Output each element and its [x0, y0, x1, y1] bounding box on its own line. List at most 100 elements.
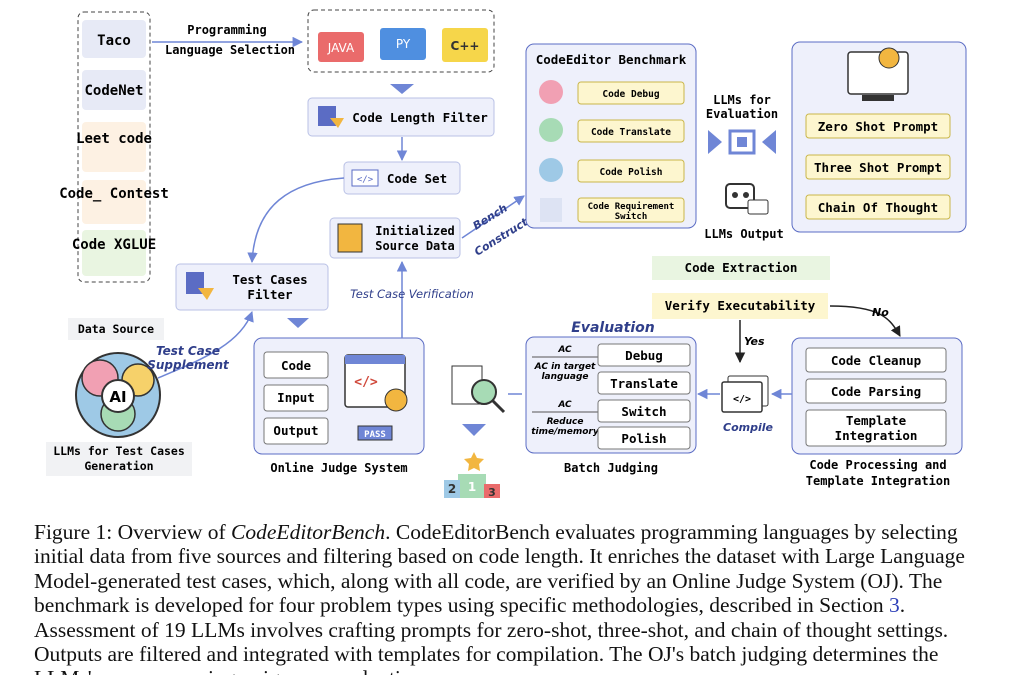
python-icon: PY	[396, 37, 411, 51]
online-judge-label: Online Judge System	[270, 461, 407, 475]
test-cases-filter-label-1: Test Cases	[232, 272, 307, 287]
polish-item: Polish	[621, 431, 666, 446]
initialized-source-data: Initialized Source Data	[329, 217, 461, 259]
languages-box: JAVA PY C++	[307, 9, 495, 73]
figure-caption: Figure 1: Overview of CodeEditorBench. C…	[34, 520, 994, 675]
cpp-icon: C++	[451, 39, 480, 53]
code-length-filter-label: Code Length Filter	[352, 110, 488, 125]
source-codecontest	[82, 180, 146, 224]
caption-text-2: . Assessment of 19 LLMs involves craftin…	[34, 593, 949, 675]
switch-item: Switch	[621, 404, 666, 419]
gear-icon	[384, 388, 408, 412]
data-source-column: Taco CodeNet Leet code Code_ Contest Cod…	[59, 11, 169, 283]
rank-1: 1	[468, 480, 476, 494]
code-processing-panel: Code Cleanup Code Parsing Template Integ…	[791, 337, 963, 455]
reduce-label-2: time/memory	[531, 427, 600, 437]
test-cases-filter-label-2: Filter	[247, 287, 293, 302]
rank-2: 2	[448, 482, 456, 496]
template-integration-item-1: Template	[846, 413, 907, 428]
oj-output-field: Output	[273, 423, 318, 438]
gear-icon-2	[878, 47, 900, 69]
code-debug-item: Code Debug	[602, 89, 659, 100]
source-codecontest-label: Code_ Contest	[59, 186, 169, 202]
code-parsing-item: Code Parsing	[831, 384, 921, 399]
ac-target-label-2: language	[541, 372, 588, 382]
svg-text:</>: </>	[733, 394, 751, 405]
test-case-supplement-label-1: Test Case	[156, 344, 220, 358]
data-source-label: Data Source	[78, 322, 154, 336]
ranking-podium-icon: 1 2 3	[444, 452, 500, 499]
source-codexglue	[82, 230, 146, 276]
prog-lang-selection-label-2: Language Selection	[165, 43, 295, 57]
ac-target-label-1: AC in target	[534, 362, 596, 372]
source-leetcode	[82, 122, 146, 172]
code-set-label: Code Set	[387, 171, 447, 186]
caption-text-1: . CodeEditorBench evaluates programming …	[34, 520, 965, 618]
three-shot-prompt: Three Shot Prompt	[814, 160, 942, 175]
oj-code-field: Code	[281, 358, 312, 373]
test-case-supplement-label-2: Supplement	[147, 358, 230, 372]
filter-icon-2	[198, 288, 214, 300]
reduce-label-1: Reduce	[547, 417, 584, 427]
code-set: </> Code Set	[343, 161, 461, 195]
caption-fig-label: Figure 1: Overview of	[34, 520, 232, 544]
compile-label: Compile	[723, 421, 774, 434]
prompt-panel: Zero Shot Prompt Three Shot Prompt Chain…	[791, 41, 967, 233]
code-processing-label-1: Code Processing and	[809, 458, 946, 472]
caption-section-ref[interactable]: 3	[889, 593, 900, 618]
overview-diagram: Taco CodeNet Leet code Code_ Contest Cod…	[46, 9, 967, 499]
filter-icon	[330, 118, 344, 128]
ai-brain-icon: AI	[75, 352, 161, 438]
pass-badge: PASS	[364, 430, 386, 440]
evaluation-title: Evaluation	[571, 320, 654, 336]
llm-test-gen-label-2: Generation	[84, 459, 153, 473]
ac-label-2: AC	[557, 400, 572, 410]
source-taco	[82, 20, 146, 58]
code-req-switch-item-1: Code Requirement	[588, 201, 675, 212]
init-source-label-1: Initialized	[375, 224, 454, 238]
svg-text:</>: </>	[354, 375, 378, 390]
search-icon	[451, 365, 506, 414]
llms-eval-label-1: LLMs for	[713, 93, 771, 107]
verify-executability-label: Verify Executability	[665, 298, 816, 313]
yes-label: Yes	[744, 335, 765, 348]
test-case-verification-label: Test Case Verification	[350, 287, 474, 301]
code-req-switch-item-2: Switch	[615, 211, 648, 222]
debug-icon	[539, 80, 563, 104]
translate-icon	[539, 118, 563, 142]
source-leetcode-label: Leet code	[76, 131, 152, 147]
zero-shot-prompt: Zero Shot Prompt	[818, 119, 938, 134]
document-icon	[540, 198, 562, 222]
code-extraction-label: Code Extraction	[685, 260, 798, 275]
ac-label-1: AC	[557, 345, 572, 355]
llm-test-gen-label-1: LLMs for Test Cases	[53, 444, 185, 458]
code-cleanup-item: Code Cleanup	[831, 353, 921, 368]
batch-judging-label: Batch Judging	[564, 461, 658, 475]
ai-label: AI	[109, 388, 126, 406]
folder-icon	[337, 223, 363, 253]
source-codexglue-label: Code XGLUE	[72, 237, 156, 253]
online-judge-system: Code Input Output </> PASS	[253, 337, 425, 455]
template-integration-item-2: Integration	[835, 428, 918, 443]
caption-benchmark-name: CodeEditorBench	[231, 520, 386, 544]
llm-eval-icon	[708, 129, 776, 155]
rank-3: 3	[488, 486, 496, 499]
source-codenet-label: CodeNet	[84, 83, 143, 99]
code-icon	[351, 169, 379, 187]
robot-icon	[725, 183, 769, 215]
llms-output-label: LLMs Output	[704, 227, 783, 241]
codeeditor-benchmark: CodeEditor Benchmark Code Debug Code Tra…	[525, 43, 697, 229]
prog-lang-selection-label-1: Programming	[187, 23, 266, 37]
debug-item: Debug	[625, 348, 663, 363]
test-cases-filter: Test Cases Filter	[175, 263, 329, 311]
java-icon: JAVA	[327, 41, 355, 55]
code-translate-item: Code Translate	[591, 127, 671, 138]
svg-text:</>: </>	[357, 175, 374, 185]
chain-of-thought-prompt: Chain Of Thought	[818, 200, 938, 215]
polish-icon	[539, 158, 563, 182]
oj-input-field: Input	[277, 390, 315, 405]
translate-item: Translate	[610, 376, 678, 391]
init-source-label-2: Source Data	[375, 239, 454, 253]
compile-icon: </>	[721, 375, 769, 413]
source-codenet	[82, 70, 146, 110]
